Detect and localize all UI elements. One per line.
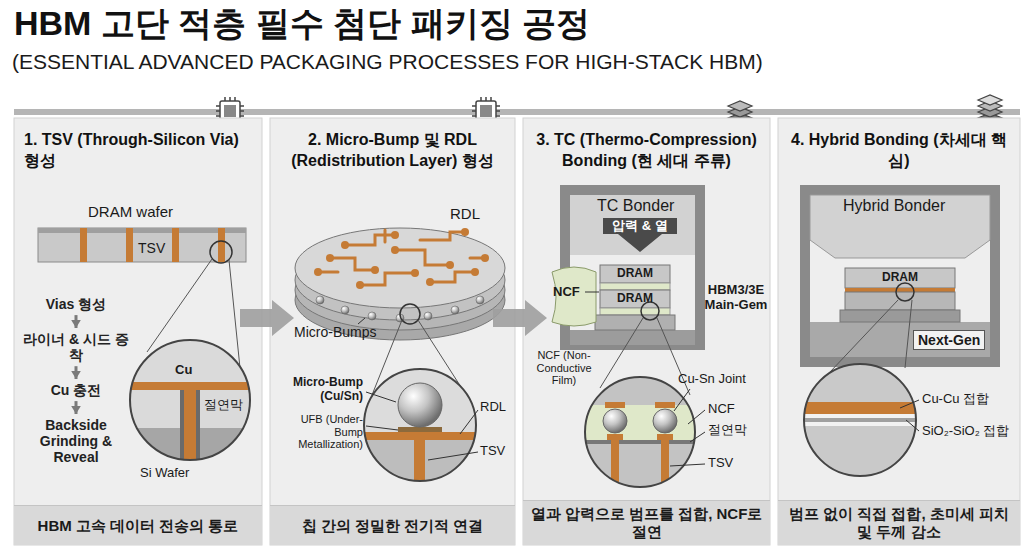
node-text: 칩 간의 정밀한 전기적 연결 [302, 517, 484, 535]
part-label: TSV [480, 444, 505, 459]
part-label: TSV [138, 240, 165, 256]
process-step: Cu 충전 [20, 382, 132, 398]
part-label: NCF (Non-Conductive Film) [524, 349, 604, 387]
node-text: 범프 없이 직접 접합, 초미세 피치 및 두께 감소 [784, 505, 1014, 541]
part-label: UFB (Under-Bump Metallization) [283, 413, 363, 451]
connector-arrow [71, 401, 81, 414]
part-label: 절연막 [708, 423, 747, 438]
connector-arrow [71, 366, 81, 379]
part-label: Cu-Cu 접합 [922, 392, 989, 407]
part-label: Cu [175, 363, 192, 378]
part-label: TC Bonder [597, 197, 674, 215]
process-step: Backside Grinding & Reveal [20, 417, 132, 465]
connector-arrow [240, 300, 294, 336]
connector-arrow [71, 315, 81, 328]
part-label: TSV [708, 456, 733, 471]
part-label: DRAM [610, 292, 660, 306]
part-label: NCF [708, 402, 735, 417]
part-label: DRAM wafer [88, 203, 173, 220]
process-panel: 3. TC (Thermo-Compression) Bonding (현 세대… [523, 118, 770, 545]
node-text: Vias 형성 [20, 296, 132, 312]
part-label: Next-Gen [913, 330, 985, 350]
node-text: Cu 충전 [20, 382, 132, 398]
part-label: NCF [553, 285, 580, 300]
process-step: Vias 형성 [20, 296, 132, 312]
part-label: DRAM [875, 271, 925, 285]
part-label: Micro-Bumps [294, 324, 376, 340]
part-label: HBM3/3E Main-Gem [703, 283, 769, 313]
panel-heading: 4. Hybrid Bonding (차세대 핵심) [788, 130, 1010, 172]
part-label: Micro-Bump (Cu/Sn) [283, 376, 363, 404]
title: HBM 고단 적층 필수 첨단 패키징 공정 [14, 4, 590, 43]
part-label: SiO₂-SiO₂ 접합 [922, 424, 1012, 439]
summary-band: 열과 압력으로 범프를 접합, NCF로 절연 [523, 500, 770, 545]
process-panel: 1. TSV (Through-Silicon Via) 형성 Vias 형성라이… [14, 118, 262, 545]
panel-heading: 1. TSV (Through-Silicon Via) 형성 [24, 130, 252, 172]
part-label: 압력 & 열 [610, 219, 670, 234]
part-label: Si Wafer [140, 466, 189, 481]
node-text: Backside Grinding & Reveal [20, 417, 132, 465]
summary-band: 칩 간의 정밀한 전기적 연결 [270, 505, 515, 545]
part-label: Hybrid Bonder [843, 197, 945, 215]
panel-heading: 3. TC (Thermo-Compression) Bonding (현 세대… [533, 130, 760, 172]
node-text: 라이너 & 시드 증착 [20, 331, 132, 363]
part-label: RDL [480, 400, 506, 415]
node-text: 열과 압력으로 범프를 접합, NCF로 절연 [529, 505, 764, 541]
summary-band: 범프 없이 직접 접합, 초미세 피치 및 두께 감소 [778, 500, 1020, 545]
connector-arrow [493, 300, 547, 336]
part-label: Cu-Sn Joint [678, 372, 746, 387]
part-label: 절연막 [204, 398, 243, 413]
panel-heading: 2. Micro-Bump 및 RDL (Redistribution Laye… [280, 130, 505, 172]
node-text: HBM 고속 데이터 전송의 통로 [38, 517, 239, 535]
part-label: (ESSENTIAL ADVANCED PACKAGING PROCESSES … [12, 50, 763, 74]
part-label: RDL [450, 205, 480, 222]
part-label: DRAM [610, 267, 660, 281]
summary-band: HBM 고속 데이터 전송의 통로 [14, 505, 262, 545]
process-step: 라이너 & 시드 증착 [20, 331, 132, 363]
